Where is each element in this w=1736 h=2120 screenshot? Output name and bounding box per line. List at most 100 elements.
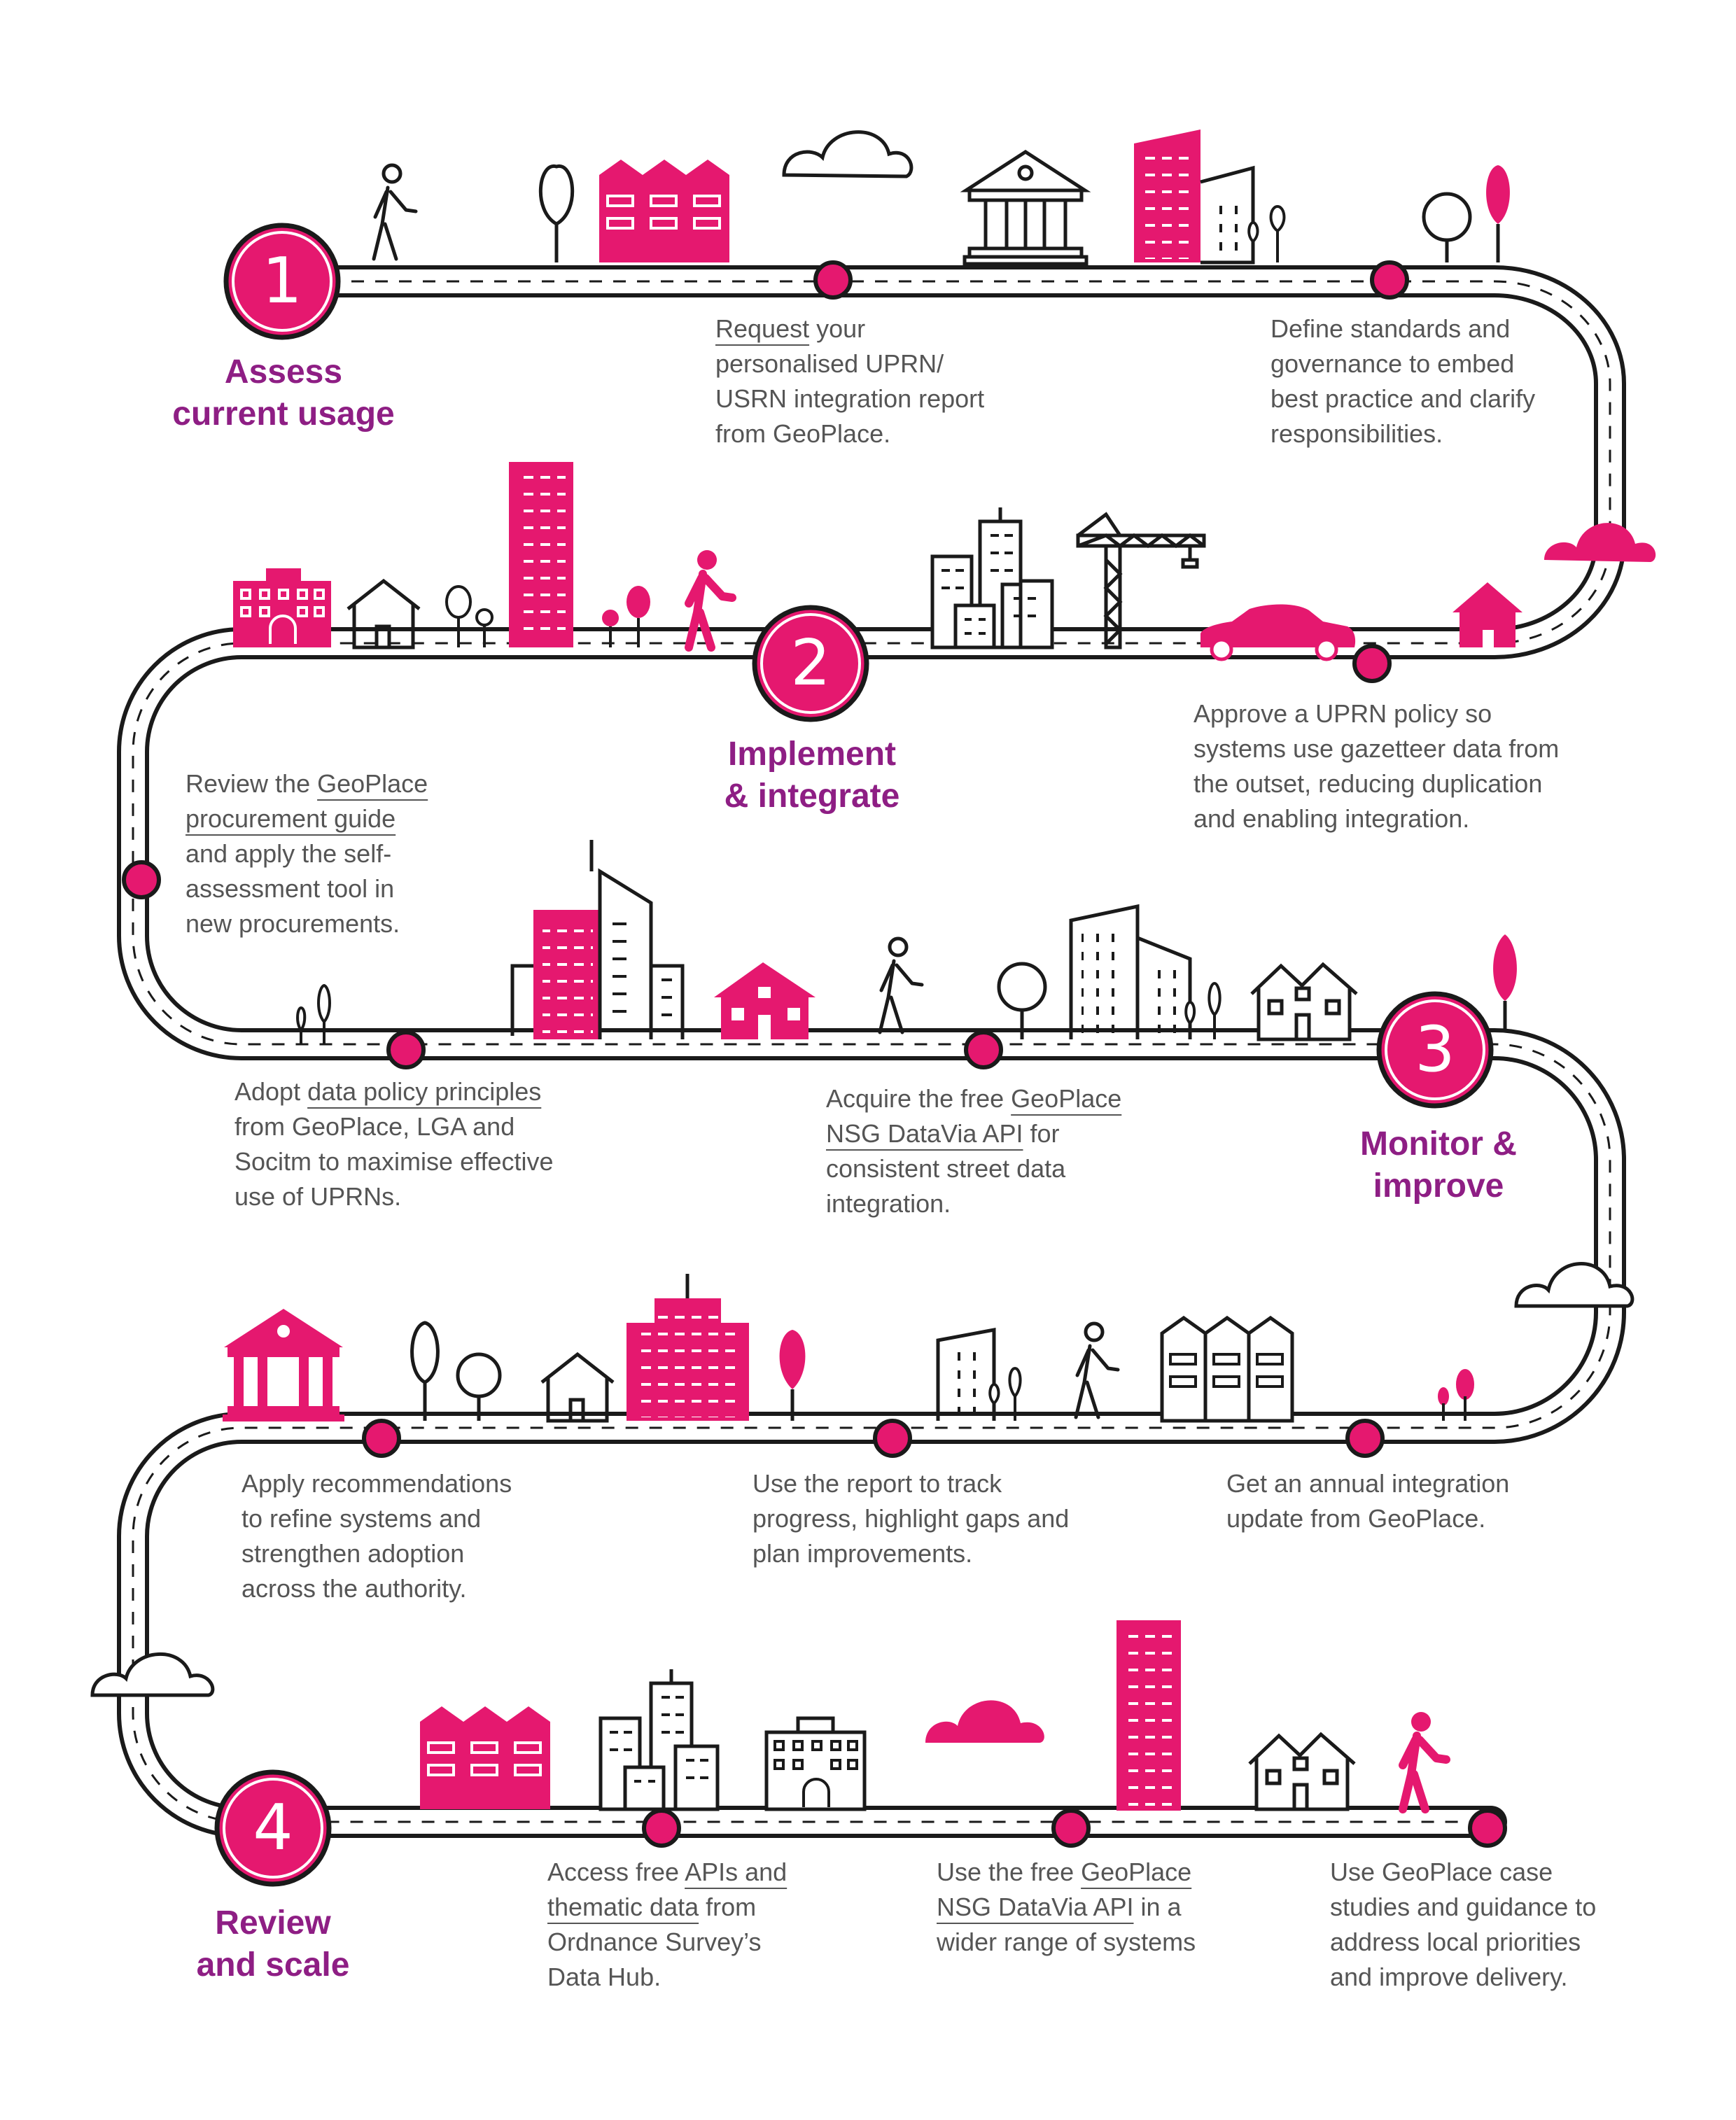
walking-person-icon (372, 163, 418, 261)
geoplace-link[interactable]: GeoPlace (317, 769, 428, 798)
text-fragment: Access free (547, 1858, 685, 1886)
road-marker (1352, 644, 1392, 683)
text-line: systems use gazetteer data from (1194, 734, 1560, 763)
step-4-title: Review and scale (133, 1902, 413, 1986)
step-1-title: Assess current usage (144, 351, 424, 435)
pink-house-icon (1452, 582, 1522, 647)
civic-building-icon (960, 150, 1091, 266)
pink-tree-icon (1493, 934, 1517, 1029)
request-link[interactable]: Request (715, 314, 810, 343)
procurement-guide-link[interactable]: procurement guide (186, 804, 396, 833)
nsg-datavia-api-link[interactable]: NSG DataVia API (826, 1119, 1023, 1148)
text-line: responsibilities. (1270, 419, 1443, 448)
text-line: plan improvements. (752, 1539, 973, 1568)
text-line: Use the report to track (752, 1469, 1002, 1498)
annual-update-text: Get an annual integration update from Ge… (1226, 1466, 1509, 1536)
pink-cloud-icon (925, 1700, 1044, 1743)
road-marker (873, 1419, 912, 1458)
text-line: studies and guidance to (1330, 1893, 1597, 1921)
thematic-data-link[interactable]: thematic data (547, 1893, 699, 1921)
walking-person-icon (878, 936, 924, 1034)
road-marker (362, 1419, 401, 1458)
text-line: new procurements. (186, 909, 400, 938)
text-fragment: Adopt (234, 1077, 308, 1106)
text-line: across the authority. (241, 1574, 467, 1603)
text-line: Approve a UPRN policy so (1194, 699, 1492, 728)
cloud-icon (1514, 1262, 1634, 1308)
road-marker (1051, 1809, 1091, 1848)
road-marker (813, 260, 853, 300)
text-fragment: Review the (186, 769, 318, 798)
step-2-number: 2 (790, 626, 830, 700)
pink-cloud-icon (1544, 523, 1656, 562)
text-line: progress, highlight gaps and (752, 1504, 1070, 1533)
house-icon (540, 1352, 615, 1423)
text-line: from GeoPlace. (715, 419, 891, 448)
os-apis-text: Access free APIs and thematic data from … (547, 1855, 787, 1995)
office-buildings-icon (598, 1669, 720, 1811)
road (117, 265, 1626, 1838)
text-line: Socitm to maximise effective (234, 1147, 554, 1176)
text-line: personalised UPRN/ (715, 349, 944, 378)
data-policy-text: Adopt data policy principles from GeoPla… (234, 1074, 553, 1214)
apis-link[interactable]: APIs and (685, 1858, 788, 1886)
geoplace-link[interactable]: GeoPlace (1011, 1084, 1122, 1113)
text-fragment: your (809, 314, 866, 343)
text-fragment: Acquire the free (826, 1084, 1011, 1113)
house-icon (346, 578, 421, 650)
road-marker (386, 1030, 426, 1069)
road-markers (122, 260, 1507, 1848)
tall-tower-icon (509, 462, 573, 647)
step-title-line: Implement (727, 736, 897, 773)
text-line: update from GeoPlace. (1226, 1504, 1486, 1533)
text-line: the outset, reducing duplication (1194, 769, 1543, 798)
text-line: and apply the self- (186, 839, 392, 868)
walking-person-icon (685, 550, 736, 652)
road-marker (642, 1809, 681, 1848)
text-line: assessment tool in (186, 874, 395, 903)
pink-trees-icon (602, 586, 650, 647)
text-line: from GeoPlace, LGA and (234, 1112, 515, 1141)
nsg-datavia-api-link[interactable]: NSG DataVia API (937, 1893, 1134, 1921)
text-line: Apply recommendations (241, 1469, 512, 1498)
road-marker (1345, 1419, 1385, 1458)
apartment-block-icon (233, 568, 331, 647)
townhouses-icon (599, 160, 729, 262)
trees-icon (410, 1321, 502, 1421)
step-title-line: and scale (196, 1946, 350, 1984)
small-trees-icon (296, 983, 331, 1044)
cloud-icon (90, 1652, 215, 1697)
small-trees-icon (988, 1366, 1022, 1421)
text-line: consistent street data (826, 1154, 1066, 1183)
detached-house-icon (1248, 1732, 1356, 1811)
small-trees-icon (1184, 981, 1222, 1039)
tower-block-icon (1134, 129, 1255, 265)
townhouses-icon (420, 1706, 550, 1809)
text-line: Get an annual integration (1226, 1469, 1510, 1498)
pink-house-icon (714, 962, 816, 1039)
apply-recommendations-text: Apply recommendations to refine systems … (241, 1466, 512, 1606)
office-complex-icon (510, 840, 685, 1039)
text-line: wider range of systems (937, 1928, 1196, 1956)
step-3-title: Monitor & improve (1298, 1123, 1578, 1207)
procurement-guide-text: Review the GeoPlace procurement guide an… (186, 766, 428, 941)
apartment-block-icon (764, 1716, 867, 1811)
road-marker (964, 1030, 1003, 1069)
office-buildings-icon (930, 507, 1054, 650)
text-line: Ordnance Survey’s (547, 1928, 762, 1956)
small-trees-icon (1247, 204, 1286, 262)
road-marker (122, 860, 161, 899)
step-title-line: Review (215, 1904, 331, 1942)
geoplace-link[interactable]: GeoPlace (1081, 1858, 1192, 1886)
road-marker (1370, 260, 1409, 300)
text-fragment: in a (1133, 1893, 1182, 1921)
approve-policy-text: Approve a UPRN policy so systems use gaz… (1194, 696, 1559, 836)
walking-person-icon (1074, 1321, 1120, 1419)
step-1-badge: 1 (223, 223, 341, 340)
step-title-line: current usage (172, 395, 395, 433)
data-policy-link[interactable]: data policy principles (307, 1077, 542, 1106)
step-2-title: Implement & integrate (672, 733, 952, 817)
cloud-icon (782, 130, 913, 178)
text-line: use of UPRNs. (234, 1182, 402, 1211)
crane-icon (1076, 512, 1206, 650)
